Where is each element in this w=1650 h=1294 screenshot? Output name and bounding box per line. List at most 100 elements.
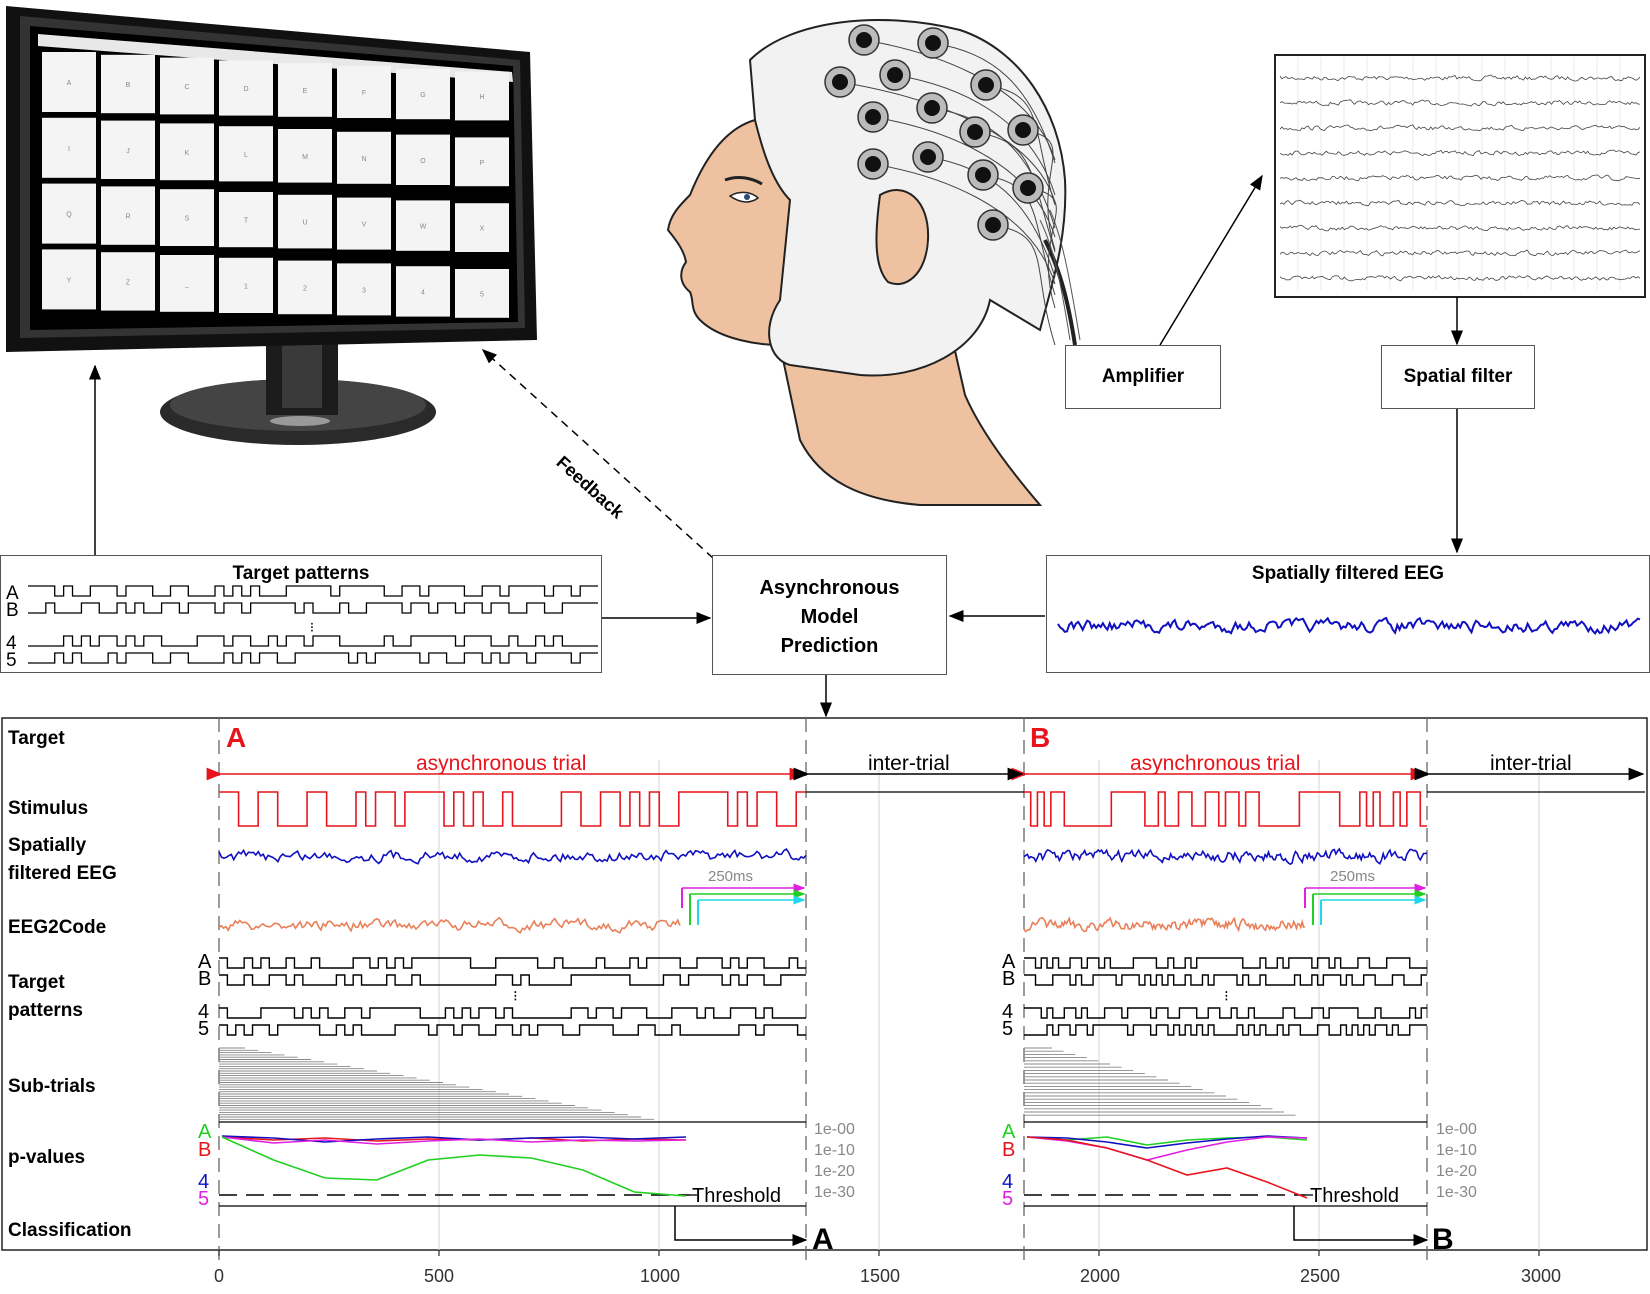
electrode-center — [887, 67, 903, 83]
classification-arrow — [674, 1206, 808, 1246]
threshold-label-2: Threshold — [1310, 1185, 1399, 1207]
electrode-center — [832, 74, 848, 90]
target-pattern-trace — [1024, 957, 1427, 969]
pv-letter-a-2: A — [1002, 1121, 1016, 1143]
speller-cell-letter: V — [362, 222, 367, 229]
small-pattern-trace — [28, 652, 598, 664]
speller-cell-letter: S — [185, 216, 190, 223]
electrode-center — [865, 156, 881, 172]
electrode-wire — [1027, 187, 1057, 309]
speller-cell — [396, 266, 450, 317]
small-pattern-letter-a: A — [6, 583, 19, 604]
pattern-ellipsis: ⁝ — [1224, 988, 1229, 1005]
electrode-center — [856, 32, 872, 48]
electrode-center — [975, 167, 991, 183]
head-illustration — [666, 19, 1081, 506]
pattern-letter-4-1: 4 — [198, 1001, 210, 1023]
inter-trial-label-1: inter-trial — [868, 752, 950, 775]
target-pattern-trace — [219, 1024, 806, 1036]
speller-cell-letter: T — [244, 218, 249, 225]
speller-cell-letter: C — [184, 84, 189, 91]
pvalue-curve-b2 — [1026, 1136, 1308, 1199]
speller-cell — [160, 57, 214, 115]
speller-cell — [101, 252, 155, 311]
pattern-letter-4-2: 4 — [1002, 1001, 1014, 1023]
speller-cell-letter: Q — [66, 212, 72, 219]
model-prediction-box: Asynchronous Model Prediction — [712, 555, 947, 675]
spatial-filter-box: Spatial filter — [1381, 345, 1535, 409]
small-pattern-letter-4: 4 — [6, 633, 17, 654]
pv-letter-4-2: 4 — [1002, 1171, 1014, 1193]
speller-cell — [160, 255, 214, 312]
speller-cell-letter: N — [361, 156, 366, 163]
small-pattern-letter-b: B — [6, 600, 19, 621]
target-patterns-box: Target patterns — [0, 555, 602, 673]
pvalue-tick-1b: 1e-00 — [1436, 1121, 1477, 1138]
pvalue-tick-1a: 1e-00 — [814, 1121, 855, 1138]
trial-1-window-label: 250ms — [708, 868, 754, 885]
small-pattern-letter-5: 5 — [6, 650, 17, 671]
small-pattern-trace — [28, 602, 598, 614]
flow-arrows — [89, 174, 1463, 718]
timeline-traces: ⁝⁝ — [206, 718, 1645, 1262]
electrode-center — [1020, 180, 1036, 196]
speller-cell-letter: Z — [126, 279, 131, 286]
electrode-wire — [927, 156, 1056, 278]
pv-letter-4-1: 4 — [198, 1171, 210, 1193]
speller-cell-letter: R — [125, 214, 130, 221]
trial-1-target: A — [226, 722, 247, 753]
speller-cell — [42, 52, 96, 112]
amplifier-box: Amplifier — [1065, 345, 1221, 409]
electrode-center — [1015, 122, 1031, 138]
speller-cell — [396, 134, 450, 185]
speller-cell-letter: 4 — [421, 289, 425, 296]
eeg-trace — [218, 848, 807, 865]
timeline-panel — [1, 717, 1648, 1251]
pvalue-curve-5b — [1026, 1136, 1308, 1161]
row-label-pvalues: p-values — [8, 1147, 86, 1168]
x-tick-2500: 2500 — [1299, 1266, 1341, 1286]
row-label-eeg: Spatially filtered EEG — [8, 835, 117, 884]
pvalue-curve-4 — [221, 1135, 687, 1143]
electrode-center — [967, 124, 983, 140]
x-tick-500: 500 — [423, 1266, 455, 1286]
pv-letter-b-2: B — [1002, 1139, 1016, 1161]
stimulus-trace — [219, 791, 806, 827]
electrode-wire — [894, 74, 1056, 196]
electrode-wire — [982, 174, 1056, 296]
pvalue-tick-3b: 1e-20 — [1436, 1163, 1477, 1180]
speller-cell-letter: 5 — [480, 291, 484, 298]
classification-arrow — [1293, 1206, 1429, 1246]
speller-cell — [160, 123, 214, 181]
pv-letter-5-2: 5 — [1002, 1188, 1014, 1210]
row-label-eeg2code: EEG2Code — [8, 917, 107, 938]
speller-cell-letter: D — [243, 86, 248, 93]
speller-cell-letter: L — [244, 152, 248, 159]
electrode-center — [865, 109, 881, 125]
small-pattern-ellipsis: ⁝ — [310, 619, 314, 635]
speller-cell-letter: I — [68, 146, 70, 153]
eeg-channel-trace — [1279, 149, 1641, 157]
speller-cell-letter: F — [362, 90, 366, 97]
electrode-center — [920, 149, 936, 165]
row-label-target: Target — [8, 728, 65, 749]
electrode-center — [978, 77, 994, 93]
electrode-wire — [872, 163, 1056, 285]
electrode-wire — [1022, 129, 1056, 251]
pattern-letter-5-1: 5 — [198, 1018, 210, 1040]
speller-cell-letter: Y — [67, 277, 72, 284]
pvalue-tick-2b: 1e-10 — [1436, 1142, 1477, 1159]
speller-cell — [455, 269, 509, 318]
speller-cell-letter: M — [302, 154, 308, 161]
eeg-channel-trace — [1279, 199, 1641, 207]
classification-result-1: A — [812, 1223, 834, 1256]
pvalue-tick-4a: 1e-30 — [814, 1184, 855, 1201]
pattern-letter-a-2: A — [1002, 951, 1016, 973]
pv-letter-a-1: A — [198, 1121, 212, 1143]
electrode-wire — [863, 39, 1056, 161]
speller-cell — [455, 137, 509, 187]
x-tick-1500: 1500 — [859, 1266, 901, 1286]
classification-result-2: B — [1432, 1223, 1454, 1256]
electrode-wire — [839, 81, 1056, 203]
